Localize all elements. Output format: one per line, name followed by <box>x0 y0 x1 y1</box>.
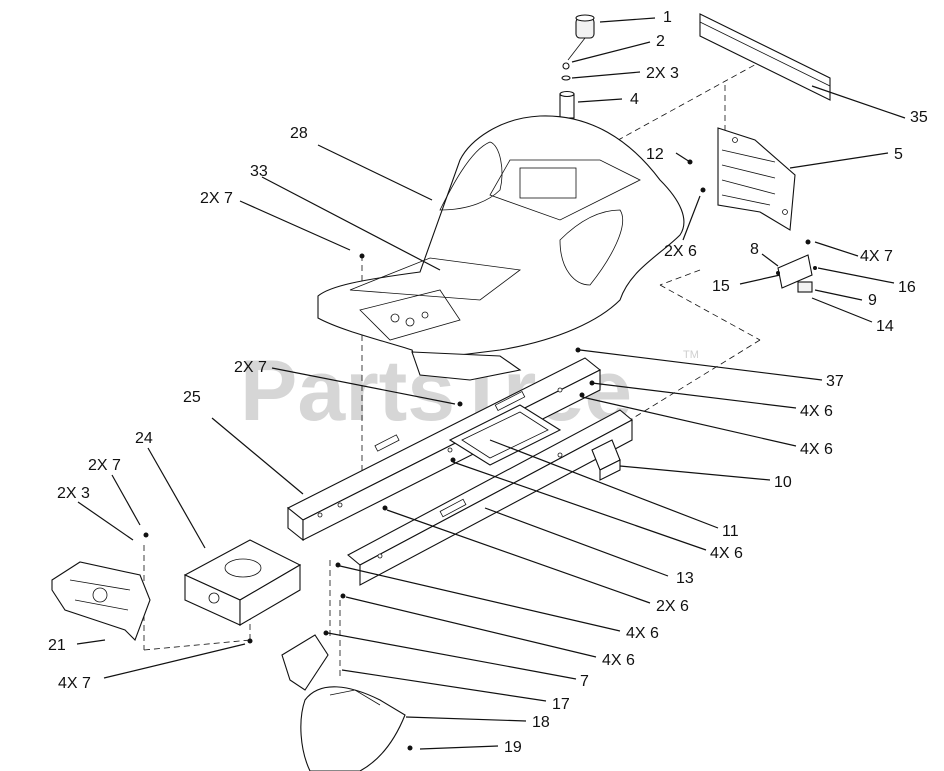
leader-lines <box>76 17 906 750</box>
label-12: 12 <box>646 146 664 163</box>
label-19: 19 <box>504 739 522 756</box>
frame-rail-right <box>347 409 633 586</box>
label-7: 7 <box>580 673 589 690</box>
label-2x7-top: 2X 7 <box>200 190 233 207</box>
label-4x6-e: 4X 6 <box>602 652 635 669</box>
label-14: 14 <box>876 318 894 335</box>
label-4x6-a: 4X 6 <box>800 403 833 420</box>
label-1: 1 <box>663 9 672 26</box>
label-4: 4 <box>630 91 639 108</box>
label-2: 2 <box>656 33 665 50</box>
label-18: 18 <box>532 714 550 731</box>
label-2x3-left: 2X 3 <box>57 485 90 502</box>
label-24: 24 <box>135 430 153 447</box>
front-axle-plate <box>183 539 302 626</box>
label-37: 37 <box>826 373 844 390</box>
label-5: 5 <box>894 146 903 163</box>
assembly-lines <box>143 61 761 680</box>
label-11: 11 <box>722 523 739 540</box>
label-2x6-bottom: 2X 6 <box>656 598 689 615</box>
label-2x7-mid: 2X 7 <box>234 359 267 376</box>
label-21: 21 <box>48 637 66 654</box>
label-28: 28 <box>290 125 308 142</box>
cross-bracket <box>448 404 562 466</box>
callout-labels: 1 2 2X 3 4 35 28 33 2X 7 12 5 2X 6 8 4X … <box>48 9 928 756</box>
front-bracket <box>51 561 151 641</box>
label-10: 10 <box>774 474 792 491</box>
watermark-trademark: TM <box>683 349 699 361</box>
label-2x3-top: 2X 3 <box>646 65 679 82</box>
label-13: 13 <box>676 570 694 587</box>
label-35: 35 <box>910 109 928 126</box>
fasteners <box>143 159 811 751</box>
small-bracket <box>591 439 621 481</box>
label-4x6-d: 4X 6 <box>626 625 659 642</box>
fender-seat-pan <box>317 115 685 381</box>
label-4x7-left: 4X 7 <box>58 675 91 692</box>
label-25: 25 <box>183 389 201 406</box>
label-17: 17 <box>552 696 570 713</box>
switch-bracket <box>776 254 817 293</box>
label-33: 33 <box>250 163 268 180</box>
label-16: 16 <box>898 279 916 296</box>
label-2x6-top: 2X 6 <box>664 243 697 260</box>
label-4x6-c: 4X 6 <box>710 545 743 562</box>
rear-hitch-bracket <box>717 127 796 231</box>
label-4x7-right: 4X 7 <box>860 248 893 265</box>
label-9: 9 <box>868 292 877 309</box>
front-shield <box>281 634 329 691</box>
seat-knob-stack <box>559 14 595 119</box>
rear-panel-strip <box>699 13 831 101</box>
label-4x6-b: 4X 6 <box>800 441 833 458</box>
label-8: 8 <box>750 241 759 258</box>
label-15: 15 <box>712 278 730 295</box>
label-2x7-left: 2X 7 <box>88 457 121 474</box>
hood-panel <box>300 686 406 771</box>
